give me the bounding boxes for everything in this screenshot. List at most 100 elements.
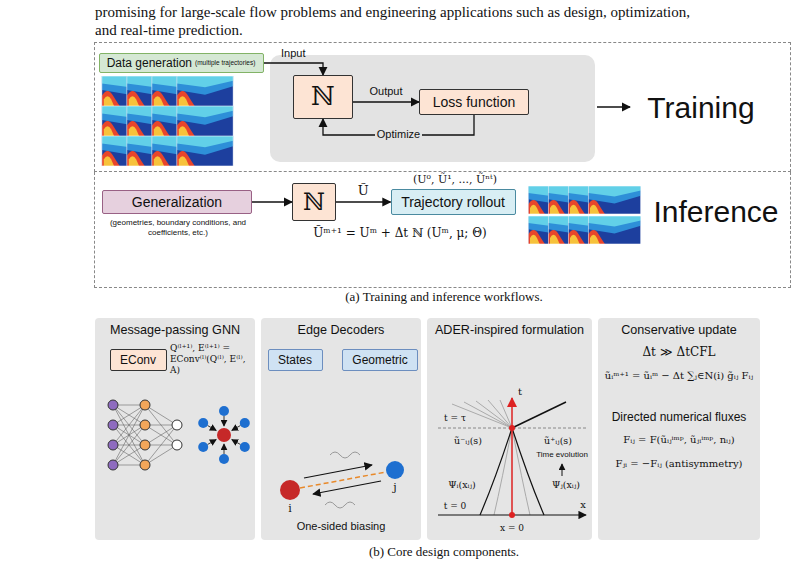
process-box: EConv	[110, 349, 167, 371]
panel-ground	[261, 318, 421, 540]
node-title: EConv	[120, 353, 156, 367]
neuron	[172, 420, 182, 430]
caption: (b) Core design components.	[369, 544, 519, 560]
process-box: Trajectory rollout	[391, 189, 516, 215]
process-box: Data generation(multiple trajectories)	[99, 53, 264, 73]
node-label: j	[393, 481, 396, 494]
note: Time evolution	[536, 450, 588, 460]
neuron	[108, 420, 118, 430]
body-text: promising for large-scale flow problems …	[95, 3, 715, 39]
node-text: Δt ≫ ΔtCFL	[602, 345, 756, 359]
network-illustration	[108, 400, 250, 470]
neuron	[172, 440, 182, 450]
output-arrow	[597, 106, 630, 107]
flow-arrow	[252, 201, 292, 202]
network-box: ℕ	[293, 75, 353, 119]
nn-link	[145, 425, 177, 445]
node-j	[386, 461, 404, 479]
node-text: (geometries, boundary conditions, and co…	[98, 218, 258, 237]
node-title: States	[278, 353, 312, 367]
flow-frame	[177, 136, 233, 166]
characteristic	[512, 402, 566, 428]
node-title: Geometric	[352, 353, 407, 367]
node-title: Generalization	[132, 194, 222, 211]
update-formula: Ũᵐ⁺¹ = Uᵐ + Δt ℕ (Uᵐ, μ; Θ)	[313, 226, 487, 240]
message-arrow	[208, 426, 217, 431]
graph-node	[219, 454, 229, 464]
wave	[330, 452, 360, 458]
node-title: Conservative update	[621, 323, 737, 338]
flow-frame	[177, 106, 233, 136]
panel-ground	[427, 318, 592, 540]
node-title: ADER-inspired formulation	[435, 323, 584, 338]
flow-arrow	[336, 201, 391, 202]
graph-node	[198, 418, 208, 428]
state-label: Ψᵢ(xᵢⱼ)	[448, 479, 475, 490]
state-label: ũ⁺ᵢⱼ(s)	[544, 435, 572, 446]
edge-arrow	[304, 465, 372, 478]
node-text: Fᵢⱼ = F(ũᵢⱼⁱᵐᵖ, ũⱼᵢⁱᵐᵖ, nᵢⱼ)	[602, 434, 756, 446]
node-label: i	[288, 502, 292, 515]
node-title: Data generation	[107, 56, 192, 70]
node-title: ℕ	[311, 81, 335, 112]
node-text: Q⁽ˡ⁺¹⁾, E⁽ˡ⁺¹⁾ = EConv⁽ˡ⁾(Q⁽ˡ⁾, E⁽ˡ⁾, A)	[170, 343, 253, 375]
axis-label: t	[518, 386, 522, 398]
flow-arrow	[264, 63, 324, 75]
edge-label: Optimize	[375, 128, 422, 141]
wave	[325, 502, 355, 508]
state-label: Ψⱼ(xᵢⱼ)	[552, 479, 580, 490]
network-box: ℕ	[292, 183, 336, 221]
dot	[509, 512, 515, 518]
message-arrow	[224, 416, 225, 426]
axis-label: x = 0	[500, 523, 524, 534]
edge-line	[300, 472, 386, 488]
graph-node	[240, 418, 250, 428]
flow-arrow	[353, 101, 419, 102]
neuron	[140, 400, 150, 410]
node-text: Directed numerical fluxes	[602, 410, 756, 424]
nn-link	[113, 445, 145, 465]
node-title: Inference	[653, 194, 778, 230]
process-box: Loss function	[419, 89, 529, 115]
neuron	[140, 440, 150, 450]
nn-link	[113, 405, 145, 465]
note: One-sided biasing	[297, 520, 386, 533]
nn-link	[113, 405, 145, 425]
message-arrow	[208, 440, 217, 445]
node-title: Edge Decoders	[298, 323, 385, 338]
dot	[509, 425, 515, 431]
node-text: (multiple trajectories)	[195, 59, 255, 67]
neuron	[140, 420, 150, 430]
node-title: Training	[647, 90, 754, 126]
nn-link	[113, 405, 145, 425]
graph-node	[198, 442, 208, 452]
edge-illustration	[280, 452, 404, 508]
nn-link	[113, 445, 145, 465]
node-title: Loss function	[433, 94, 516, 111]
node-text: ũᵢᵐ⁺¹ = ũᵢᵐ − Δt ∑ⱼ∈N(i) g̃ᵢⱼ Fᵢⱼ	[602, 370, 756, 382]
flow-frame	[177, 76, 233, 106]
t-axis	[511, 398, 513, 515]
time-arrow	[562, 464, 563, 476]
graph-center	[217, 428, 231, 442]
message-arrow	[232, 426, 241, 431]
node-title: Message-passing GNN	[110, 323, 240, 338]
graph-node	[219, 406, 229, 416]
caption: (a) Training and inference workflows.	[345, 289, 542, 305]
neuron	[108, 460, 118, 470]
nn-link	[145, 445, 177, 465]
node-i	[280, 480, 300, 500]
nn-link	[145, 405, 177, 425]
process-box: Geometric	[342, 349, 418, 371]
panel-ground	[95, 318, 255, 540]
message-arrow	[232, 440, 241, 445]
training-band: Data generation(multiple trajectories) ℕ L…	[94, 42, 791, 172]
node-title: ℕ	[303, 188, 325, 217]
component-panel: States Geometric Edge Decoders	[261, 318, 421, 540]
nn-link	[113, 405, 145, 465]
neuron	[108, 440, 118, 450]
node-text: Fⱼᵢ = −Fᵢⱼ (antisymmetry)	[602, 458, 756, 470]
process-box: Generalization(geometries, boundary cond…	[102, 190, 252, 214]
